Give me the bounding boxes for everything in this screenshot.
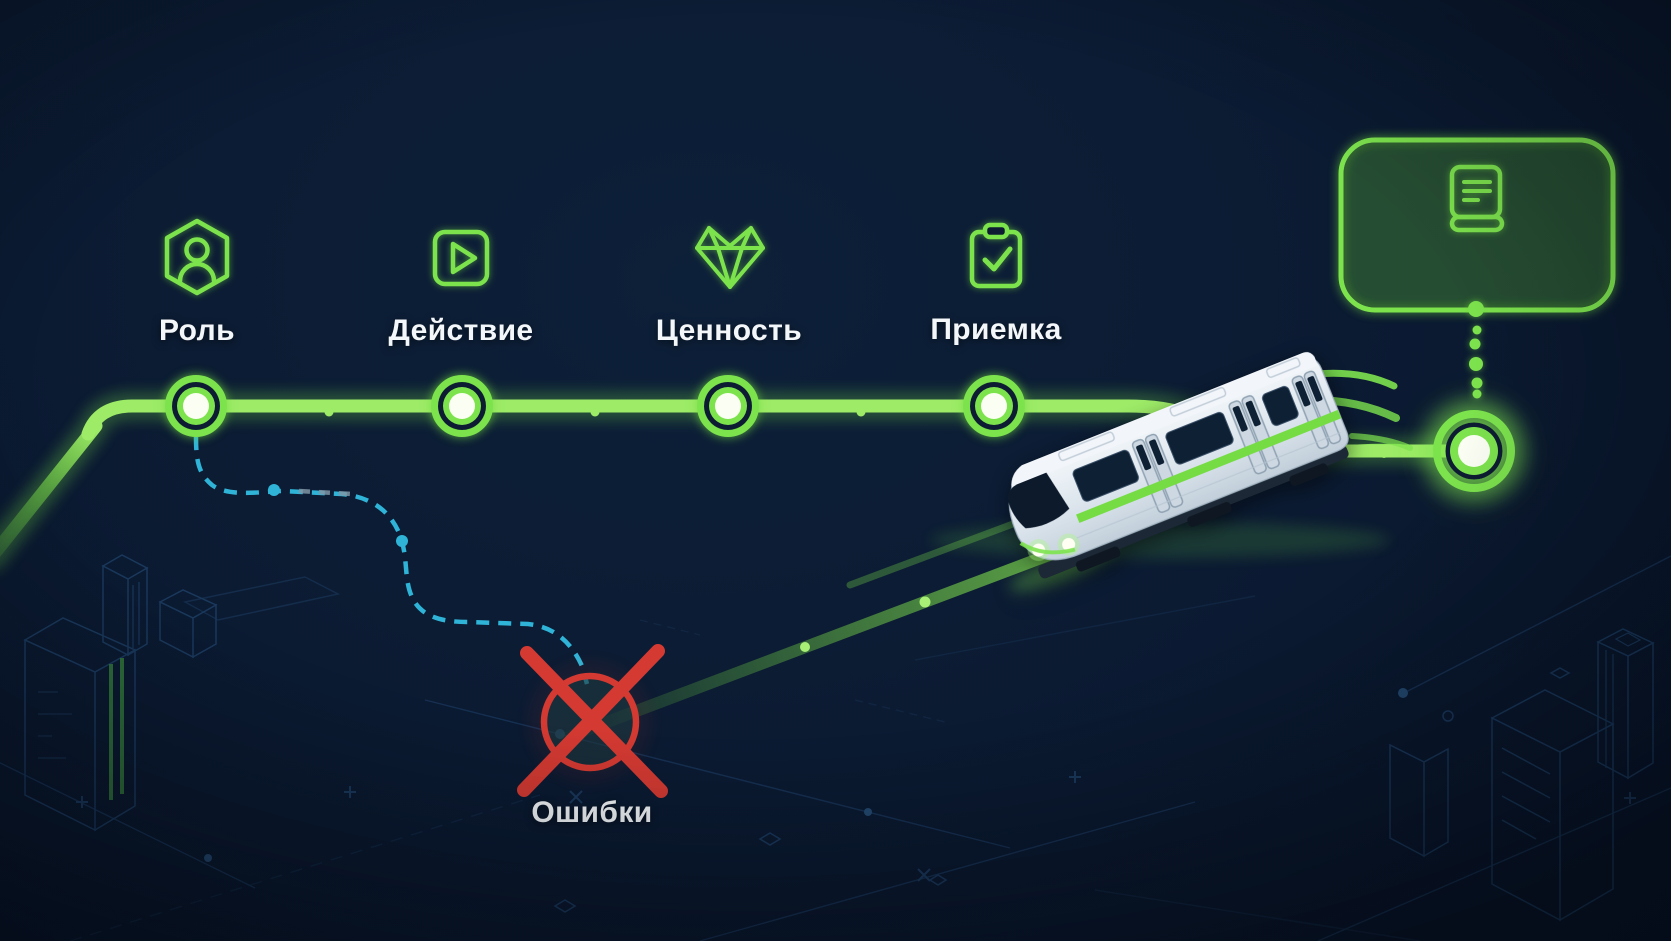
main-line-tail	[0, 419, 103, 557]
dashed-branch-gray-segment	[298, 488, 353, 497]
box-left-small	[158, 589, 218, 659]
station-icons	[164, 218, 1023, 296]
train-roof-vents	[1058, 357, 1301, 462]
building-left-large	[23, 617, 137, 832]
diamond-icon	[695, 226, 765, 289]
train-bogies	[1075, 463, 1329, 572]
building-left-green-stripes	[109, 658, 124, 800]
station-nodes	[165, 375, 1025, 437]
wireframe-city-background	[0, 554, 1671, 941]
train-roof	[1011, 352, 1318, 488]
circuit-nodes	[204, 688, 1408, 862]
tower-right-tall	[1596, 628, 1655, 780]
train-undercarriage	[1038, 445, 1349, 579]
circuit-plus-marks	[76, 771, 1636, 808]
track-main-line	[559, 443, 1406, 744]
building-right-large	[1490, 689, 1615, 922]
terminal-group	[1338, 137, 1616, 507]
station-label-value: Ценность	[655, 314, 803, 347]
train-windshield	[1007, 472, 1070, 529]
terminal-station-node	[1418, 395, 1530, 507]
branch-dots	[268, 484, 408, 547]
error-branch-path	[193, 436, 590, 685]
play-video-icon	[432, 229, 490, 287]
station-label-role: Роль	[159, 314, 235, 347]
station-node-action	[431, 375, 493, 437]
metro-train	[1007, 352, 1349, 592]
station-node-acceptance	[963, 375, 1025, 437]
station-label-acceptance: Приемка	[930, 313, 1062, 346]
station-label-action: Действие	[388, 314, 534, 347]
circuit-ring-node	[1442, 710, 1454, 722]
building-right-window-lines	[1501, 747, 1551, 840]
train-nose-accent	[1019, 541, 1076, 555]
road-outline	[182, 576, 341, 621]
building-left-face-lines	[38, 691, 72, 759]
user-hexagon-icon	[164, 218, 230, 296]
train-windows	[1072, 385, 1299, 502]
train-doors	[1131, 370, 1342, 514]
tower-left-tall	[101, 554, 149, 657]
circuit-asterisk-marks	[569, 790, 931, 882]
dotted-connector	[1468, 301, 1484, 399]
train-skirt-line	[1076, 431, 1341, 539]
book-icon	[1449, 164, 1505, 233]
main-line-midpoint-dots	[324, 407, 1389, 458]
circuit-diamonds	[553, 667, 1571, 913]
circuit-lines	[0, 555, 1671, 941]
train-green-stripe	[1076, 409, 1342, 523]
building-right-partial	[1389, 743, 1449, 858]
error-branch-label: Ошибки	[531, 796, 653, 829]
crossed-station-icon	[517, 644, 668, 798]
clipboard-check-icon	[969, 222, 1023, 289]
dashed-branch-line	[193, 436, 590, 685]
station-node-value	[697, 375, 759, 437]
station-node-role	[165, 375, 227, 437]
tower-left-inner-lines	[132, 582, 140, 648]
error-x-mark	[517, 644, 668, 798]
